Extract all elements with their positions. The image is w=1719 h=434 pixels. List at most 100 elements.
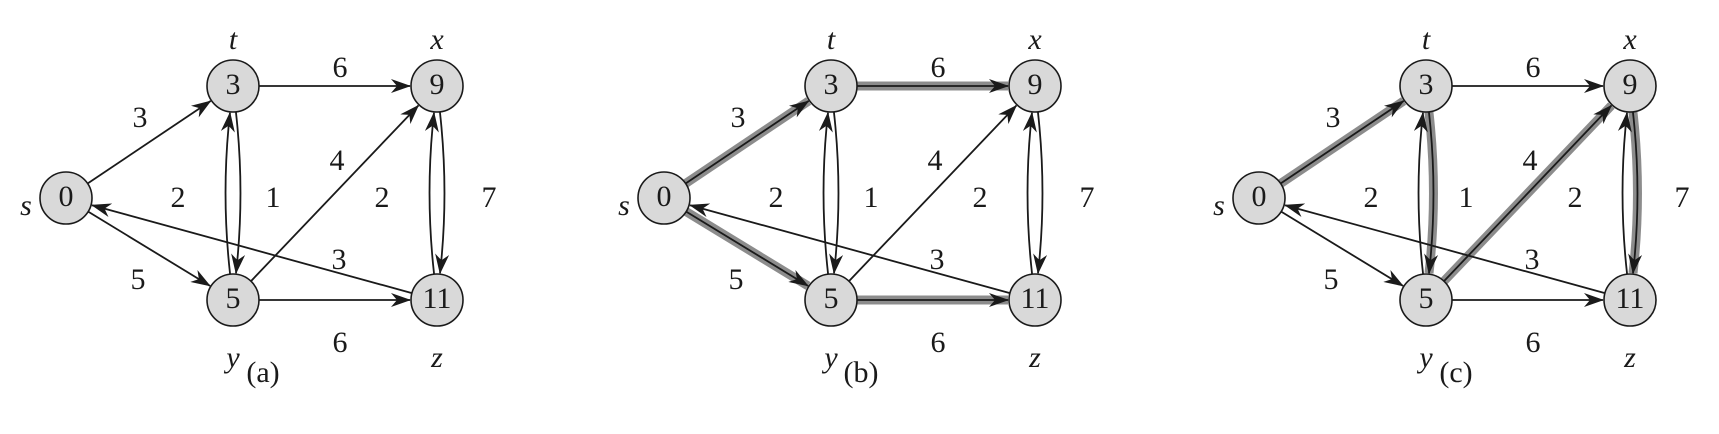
edge-weight-t-x: 6 [931,51,946,84]
edge-t-y [1424,111,1439,275]
node-z [1603,273,1657,327]
node-name-t: t [1422,23,1431,56]
panel-caption: (b) [844,356,879,389]
panel-caption: (c) [1439,356,1472,389]
edge-weight-t-y: 2 [171,181,186,214]
node-value-t: 3 [824,68,839,101]
edge-weight-y-x: 4 [1523,144,1538,177]
edge-weight-y-z: 6 [931,326,946,359]
edge-weight-t-x: 6 [333,51,348,84]
node-name-z: z [430,341,443,374]
edge-weight-y-t: 1 [864,181,879,214]
edge-weight-z-x: 7 [482,181,497,214]
edge-s-t [1280,100,1405,185]
edge-weight-y-t: 1 [1459,181,1474,214]
node-name-y: y [821,341,838,374]
edge-x-z [1033,111,1048,275]
node-value-s: 0 [59,180,74,213]
edge-y-t [1413,111,1428,275]
edge-weight-s-t: 3 [133,101,148,134]
edge-x-z [435,111,450,275]
node-value-y: 5 [824,282,839,315]
node-value-z: 11 [423,282,452,315]
node-name-z: z [1623,341,1636,374]
edge-weight-y-x: 4 [330,144,345,177]
node-name-t: t [229,23,238,56]
edge-weight-s-y: 5 [1324,263,1339,296]
edge-t-y [829,111,844,275]
node-value-t: 3 [1419,68,1434,101]
edge-y-x [250,104,420,282]
edge-weight-y-z: 6 [333,326,348,359]
edge-y-t [818,111,833,275]
edge-weight-t-x: 6 [1526,51,1541,84]
edge-z-x [1617,111,1632,275]
edge-s-y [1280,210,1404,287]
node-t [1399,59,1453,113]
edge-z-x [1022,111,1037,275]
node-s [1232,171,1286,225]
node-s [637,171,691,225]
edge-t-y [231,111,246,275]
node-y [804,273,858,327]
node-name-t: t [827,23,836,56]
edge-weight-z-s: 3 [332,243,347,276]
edge-s-t [87,100,212,185]
edge-weight-s-y: 5 [131,263,146,296]
edge-s-t [685,100,810,185]
node-value-s: 0 [1252,180,1267,213]
edge-weight-x-z: 2 [1568,181,1583,214]
node-value-z: 11 [1616,282,1645,315]
edge-x-z [1628,111,1643,275]
node-y [206,273,260,327]
node-name-x: x [1027,23,1042,56]
edge-weight-x-z: 2 [375,181,390,214]
edge-weight-y-t: 1 [266,181,281,214]
edge-weight-y-z: 6 [1526,326,1541,359]
node-name-x: x [429,23,444,56]
edge-y-t [220,111,235,275]
node-value-z: 11 [1021,282,1050,315]
node-value-x: 9 [430,68,445,101]
node-name-z: z [1028,341,1041,374]
node-s [39,171,93,225]
edge-weight-s-y: 5 [729,263,744,296]
panel-caption: (a) [246,356,279,389]
node-x [1603,59,1657,113]
edge-weight-z-s: 3 [930,243,945,276]
node-value-x: 9 [1623,68,1638,101]
edge-weight-s-t: 3 [731,101,746,134]
node-t [804,59,858,113]
edge-weight-t-y: 2 [769,181,784,214]
edge-weight-z-x: 7 [1080,181,1095,214]
edge-z-s [1284,203,1606,294]
node-value-s: 0 [657,180,672,213]
node-x [1008,59,1062,113]
edge-weight-z-x: 7 [1675,181,1690,214]
node-name-s: s [20,189,32,222]
node-z [410,273,464,327]
node-value-x: 9 [1028,68,1043,101]
node-name-x: x [1622,23,1637,56]
node-y [1399,273,1453,327]
node-value-y: 5 [1419,282,1434,315]
edge-z-x [424,111,439,275]
edge-weight-t-y: 2 [1364,181,1379,214]
edge-z-s [689,203,1011,294]
edge-z-s [91,203,413,294]
node-t [206,59,260,113]
node-name-s: s [1213,189,1225,222]
node-z [1008,273,1062,327]
node-name-y: y [1416,341,1433,374]
node-x [410,59,464,113]
edge-weight-z-s: 3 [1525,243,1540,276]
edge-weight-y-x: 4 [928,144,943,177]
edge-s-y [685,210,809,287]
edge-y-x [1443,104,1613,282]
edge-y-x [848,104,1018,282]
node-value-t: 3 [226,68,241,101]
